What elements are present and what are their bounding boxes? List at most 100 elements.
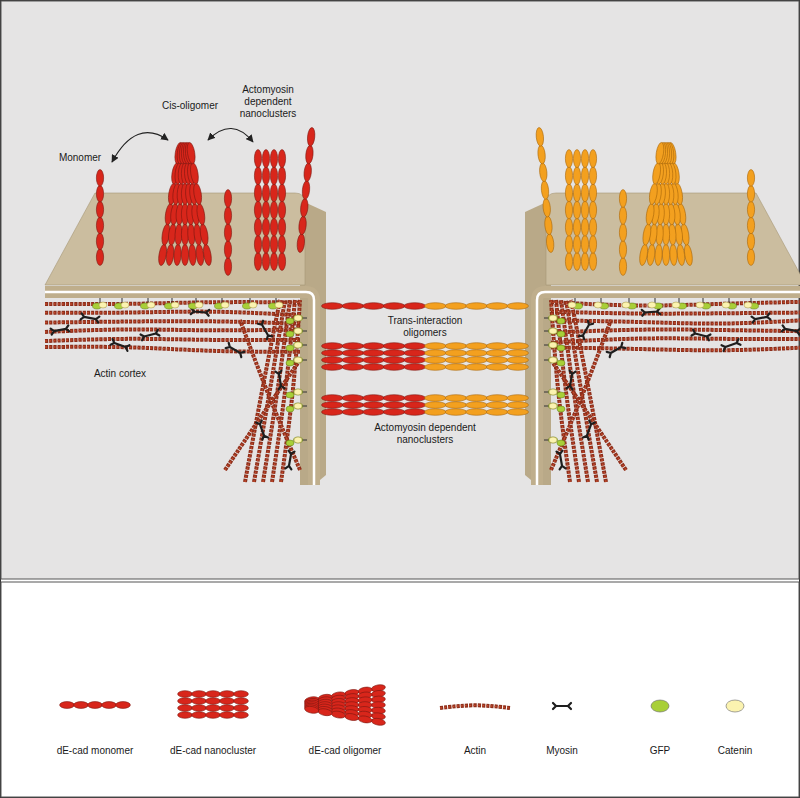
- cadherin-domain: [541, 180, 550, 199]
- actin-filament-strand: [551, 312, 800, 314]
- cadherin-domain: [573, 150, 580, 168]
- cadherin-domain: [619, 258, 626, 276]
- catenin: [696, 302, 704, 308]
- gfp-tag: [286, 345, 294, 351]
- cadherin-domain: [581, 167, 588, 185]
- cadherin-domain: [278, 235, 285, 253]
- cadherin-domain: [224, 224, 231, 242]
- myosin-glyph: [553, 703, 571, 709]
- cadherin-domain: [383, 350, 405, 357]
- cadherin-domain: [254, 235, 261, 253]
- cadherin-domain: [206, 698, 221, 705]
- myosin-glyph: [556, 451, 565, 470]
- cadherin-domain: [342, 402, 364, 409]
- cadherin-domain: [747, 249, 754, 266]
- myosin-glyph: [722, 339, 741, 351]
- membrane-surface: [546, 193, 800, 285]
- cadherin-domain: [662, 244, 669, 265]
- cadherin-domain: [445, 350, 467, 357]
- cadherin-domain: [220, 712, 235, 719]
- cadherin-domain: [254, 252, 261, 270]
- cadherin-domain: [539, 163, 548, 182]
- cadherin-domain: [192, 691, 207, 698]
- cadherin-domain: [206, 691, 221, 698]
- left-cell: [45, 127, 326, 485]
- myosin-body: [579, 321, 593, 340]
- cadherin-domain: [581, 150, 588, 168]
- cadherin-domain: [262, 252, 269, 270]
- cadherin-domain: [363, 357, 385, 364]
- cadherin-domain: [747, 233, 754, 250]
- cadherin-domain: [486, 409, 508, 416]
- cadherin-domain: [747, 217, 754, 234]
- cadherin-domain: [363, 350, 385, 357]
- myosin-glyph: [111, 339, 130, 351]
- cadherin-domain: [224, 207, 231, 225]
- gfp-tag: [549, 357, 558, 363]
- cadherin-domain: [424, 402, 446, 409]
- cadherin-domain: [321, 364, 343, 371]
- cadherin-domain: [507, 357, 529, 364]
- cadherin-domain: [321, 357, 343, 364]
- gfp-tag: [286, 392, 294, 398]
- cadherin-domain: [363, 343, 385, 350]
- myosin-glyph: [81, 313, 100, 322]
- cadherin-domain: [234, 705, 249, 712]
- legend-sample: [553, 703, 571, 709]
- myosin-glyph: [275, 371, 284, 390]
- cadherin-domain: [192, 183, 203, 205]
- catenin: [121, 302, 129, 308]
- cadherin-domain: [321, 303, 343, 310]
- cadherin-domain: [371, 717, 386, 726]
- gfp-tag: [549, 328, 558, 334]
- legend-sample: [304, 684, 386, 727]
- cadherin-domain: [270, 184, 277, 202]
- cadherin-domain: [645, 203, 656, 225]
- actin-filament-strand: [45, 339, 300, 341]
- cadherin-domain: [278, 167, 285, 185]
- cadherin-domain: [638, 244, 649, 266]
- actin-filament-strand: [551, 338, 800, 342]
- myosin-glyph: [256, 421, 268, 440]
- cadherin-domain: [589, 252, 596, 270]
- cadherin-domain: [589, 184, 596, 202]
- cadherin-domain: [654, 244, 662, 266]
- myosin-body: [258, 321, 272, 340]
- cadherin-domain: [173, 244, 181, 266]
- gfp-tag: [294, 357, 303, 363]
- cadherin-domain: [96, 233, 103, 250]
- myosin-glyph: [607, 343, 626, 357]
- actin-filament-strand: [440, 705, 510, 708]
- cadherin-domain: [321, 343, 343, 350]
- cadherin-domain: [573, 235, 580, 253]
- cadherin-domain: [363, 364, 385, 371]
- actin-filament: [551, 347, 800, 350]
- cadherin-domain: [254, 201, 261, 219]
- gfp-tag: [294, 437, 303, 443]
- legend-sample: [60, 702, 131, 709]
- catenin: [549, 437, 557, 443]
- myosin-glyph: [579, 321, 593, 340]
- cadherin-domain: [363, 303, 385, 310]
- myosin-body: [275, 371, 284, 390]
- cadherin-domain: [220, 705, 235, 712]
- cadherin-domain: [619, 241, 626, 259]
- cadherin-domain: [466, 303, 488, 310]
- cadherin-domain: [466, 402, 488, 409]
- cadherin-domain: [342, 343, 364, 350]
- cadherin-domain: [278, 150, 285, 168]
- cadherin-domain: [565, 252, 572, 270]
- cadherin-domain: [747, 185, 754, 202]
- cadherin-domain: [178, 712, 193, 719]
- cadherin-domain: [565, 167, 572, 185]
- cadherin-domain: [445, 409, 467, 416]
- catenin: [549, 389, 557, 395]
- cadherin-domain: [186, 142, 197, 164]
- cadherin-domain: [224, 258, 231, 276]
- catenin: [275, 302, 283, 308]
- myosin-body: [692, 330, 711, 340]
- myosin-body: [566, 371, 575, 390]
- cadherin-domain: [363, 409, 385, 416]
- legend-swatch: [726, 700, 744, 712]
- myosin-body: [722, 339, 741, 351]
